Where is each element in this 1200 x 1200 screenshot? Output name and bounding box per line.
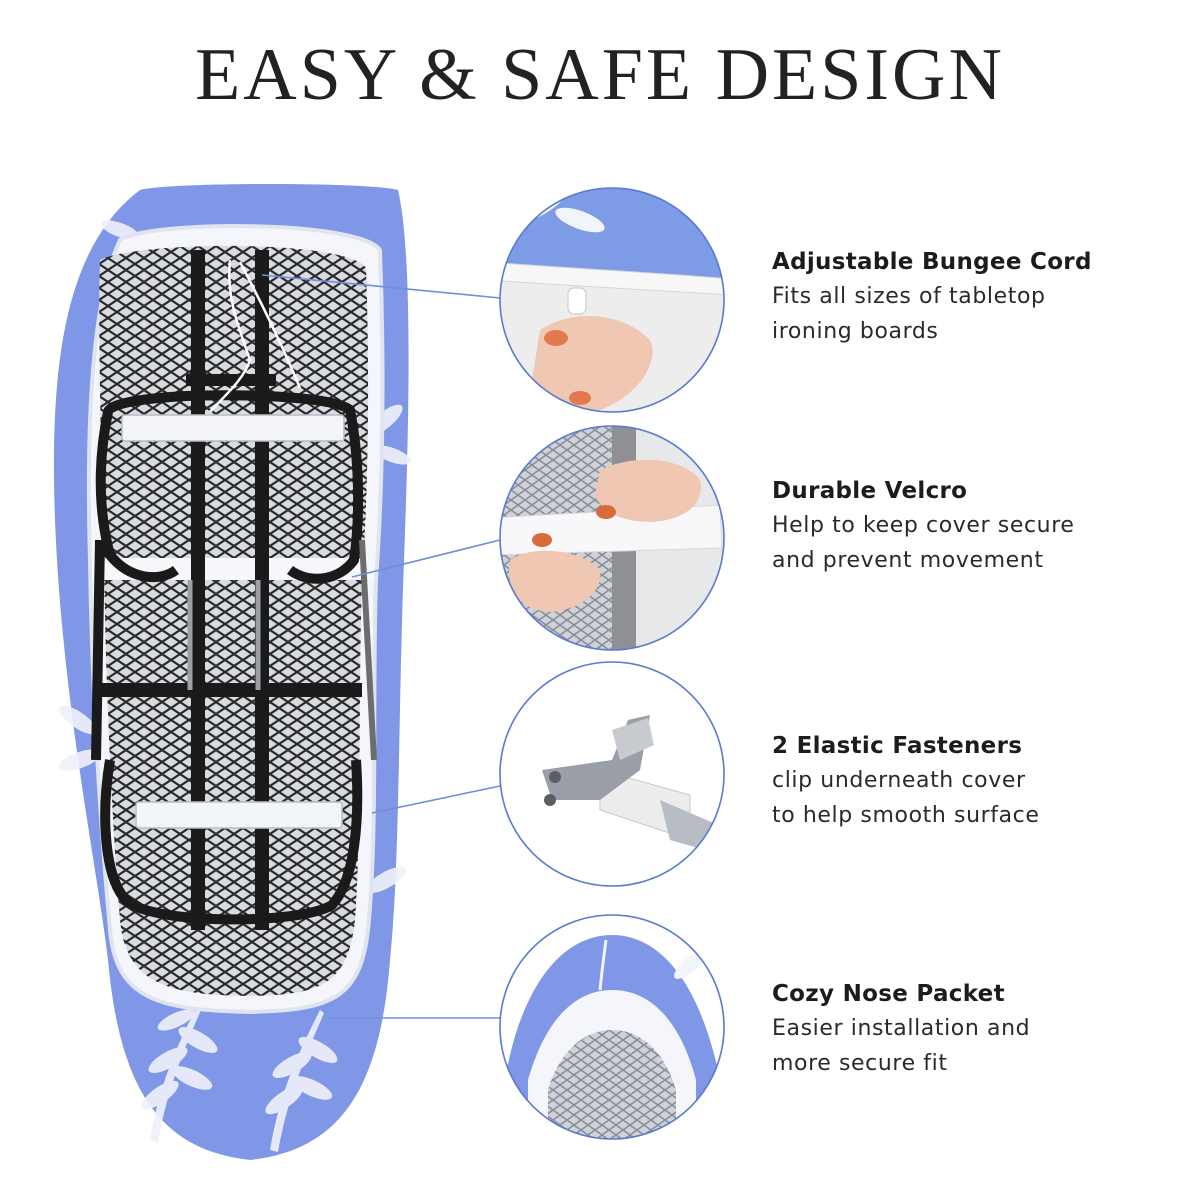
feature-description: clip underneath cover to help smooth sur… bbox=[772, 763, 1172, 833]
feature-description: Fits all sizes of tabletop ironing board… bbox=[772, 279, 1172, 349]
feature-line: to help smooth surface bbox=[772, 803, 1040, 828]
feature-title: Durable Velcro bbox=[772, 478, 968, 504]
velcro-strap-detail-photo bbox=[499, 425, 725, 651]
feature-bungee-cord: Adjustable Bungee Cord Fits all sizes of… bbox=[772, 245, 1172, 349]
feature-line: and prevent movement bbox=[772, 548, 1044, 573]
feature-line: Help to keep cover secure bbox=[772, 513, 1075, 538]
feature-title: Cozy Nose Packet bbox=[772, 981, 1005, 1007]
bungee-cord-detail-photo bbox=[499, 187, 725, 413]
nose-pocket-detail-photo bbox=[499, 914, 725, 1140]
ironing-board-cover-photo bbox=[53, 184, 411, 1160]
feature-elastic-fasteners: 2 Elastic Fasteners clip underneath cove… bbox=[772, 729, 1172, 833]
elastic-fastener-clip-photo bbox=[499, 661, 725, 887]
feature-velcro: Durable Velcro Help to keep cover secure… bbox=[772, 474, 1172, 578]
feature-title: Adjustable Bungee Cord bbox=[772, 249, 1092, 275]
feature-description: Help to keep cover secure and prevent mo… bbox=[772, 508, 1172, 578]
feature-nose-pocket: Cozy Nose Packet Easier installation and… bbox=[772, 977, 1172, 1081]
feature-title: 2 Elastic Fasteners bbox=[772, 733, 1023, 759]
leader-lines bbox=[261, 274, 501, 1019]
feature-line: Fits all sizes of tabletop bbox=[772, 284, 1046, 309]
feature-line: clip underneath cover bbox=[772, 768, 1026, 793]
page-title: EASY & SAFE DESIGN bbox=[195, 34, 1005, 116]
feature-line: ironing boards bbox=[772, 319, 939, 344]
feature-description: Easier installation and more secure fit bbox=[772, 1011, 1172, 1081]
feature-line: more secure fit bbox=[772, 1051, 948, 1076]
feature-line: Easier installation and bbox=[772, 1016, 1031, 1041]
